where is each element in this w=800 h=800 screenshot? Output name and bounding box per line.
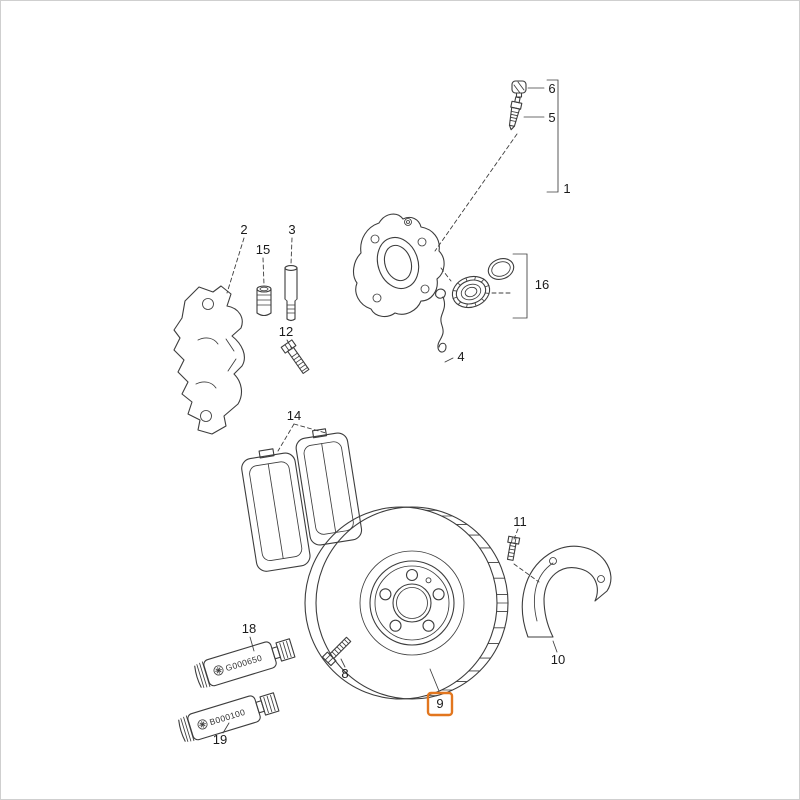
selected-part-highlight: [426, 691, 454, 717]
bracket-group-1: [546, 79, 559, 193]
part-10-splash-shield[interactable]: [521, 545, 612, 638]
tube-19-code: B000100: [208, 707, 246, 727]
brand-logo-icon: [197, 719, 208, 730]
wheel-bearing[interactable]: [448, 271, 494, 312]
part-label-4[interactable]: 4: [457, 349, 464, 364]
part-2-caliper-carrier[interactable]: [173, 285, 245, 435]
part-label-10[interactable]: 10: [551, 652, 565, 667]
leader-lines: [222, 87, 558, 734]
part-label-19[interactable]: 19: [213, 732, 227, 747]
part-9-brake-disc[interactable]: [304, 506, 509, 700]
part-4-wire-clip[interactable]: [435, 288, 447, 353]
part-15-bushing[interactable]: [256, 285, 272, 317]
part-6-dust-cap[interactable]: [511, 80, 527, 98]
part-label-5[interactable]: 5: [548, 110, 555, 125]
part-11-bolt[interactable]: [505, 535, 521, 561]
part-label-12[interactable]: 12: [279, 324, 293, 339]
part-callouts: 6 5 1 2 15 3 12 16 4 14 11 10 8 18 19 9: [213, 81, 571, 747]
tube-18-code: G000650: [224, 653, 263, 674]
part-label-6[interactable]: 6: [548, 81, 555, 96]
part-label-2[interactable]: 2: [240, 222, 247, 237]
part-label-15[interactable]: 15: [256, 242, 270, 257]
wheel-hub[interactable]: [352, 213, 445, 318]
part-12-bolt[interactable]: [280, 339, 311, 375]
part-3-guide-pin[interactable]: [284, 265, 298, 322]
part-18-grease-tube[interactable]: G000650: [193, 635, 296, 690]
part-label-8[interactable]: 8: [341, 666, 348, 681]
part-19-grease-tube[interactable]: B000100: [177, 689, 280, 744]
brand-logo-icon: [213, 665, 224, 676]
part-label-16[interactable]: 16: [535, 277, 549, 292]
part-14-brake-pads[interactable]: [239, 426, 363, 573]
part-label-9[interactable]: 9: [436, 696, 443, 711]
part-label-14[interactable]: 14: [287, 408, 301, 423]
part-8-bolt[interactable]: [321, 635, 352, 667]
bracket-group-16: [512, 253, 528, 319]
part-label-1[interactable]: 1: [563, 181, 570, 196]
part-label-11[interactable]: 11: [513, 514, 527, 529]
retaining-ring[interactable]: [485, 255, 516, 283]
part-label-18[interactable]: 18: [242, 621, 256, 636]
part-5-bleeder-screw[interactable]: [506, 96, 523, 131]
part-label-3[interactable]: 3: [288, 222, 295, 237]
